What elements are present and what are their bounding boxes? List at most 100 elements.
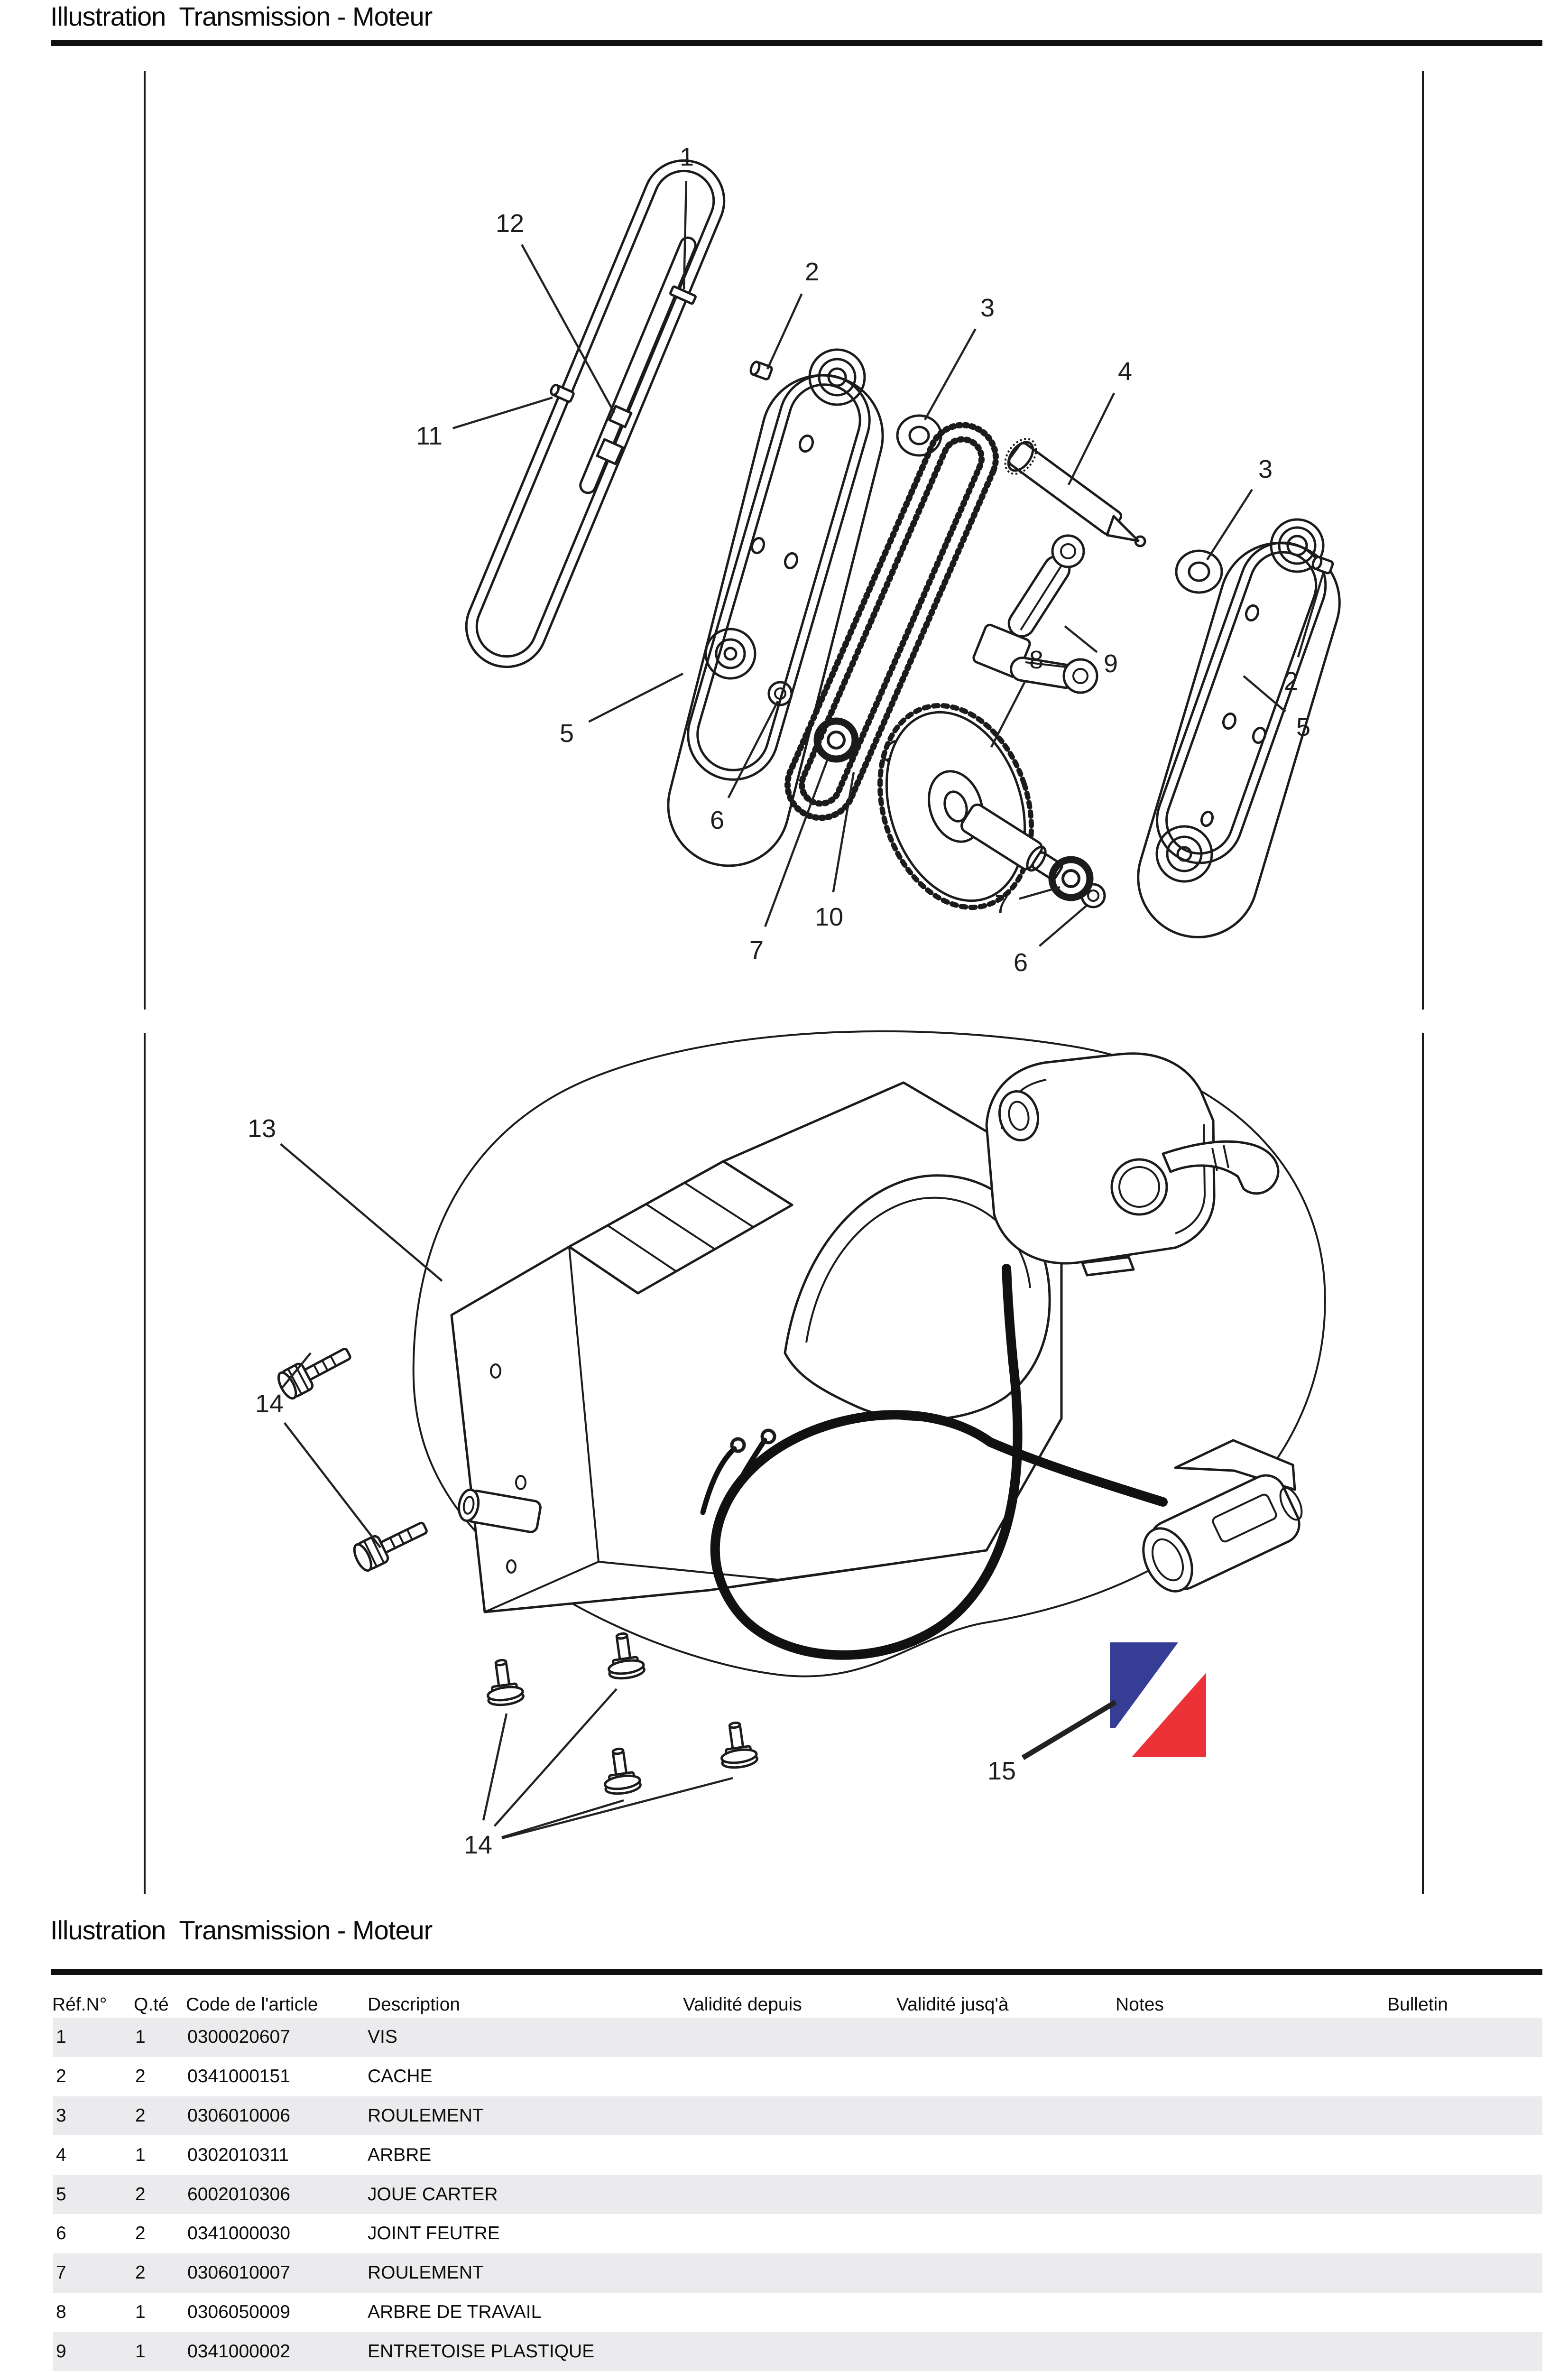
- callout-label: 6: [710, 806, 724, 834]
- col-ref: Réf.N°: [52, 1994, 107, 2015]
- logo-part-15: [1110, 1642, 1206, 1757]
- table-title-rule: [51, 1969, 1542, 1975]
- cell-code: 0306010006: [187, 2105, 290, 2126]
- cell-code: 0300020607: [187, 2027, 290, 2048]
- callout-label: 9: [1104, 649, 1118, 678]
- shaft-part-4: [1004, 438, 1146, 547]
- page-title: Illustration Transmission - Moteur: [50, 1, 433, 31]
- cell-ref: 5: [56, 2184, 66, 2205]
- cell-code: 0341000002: [187, 2341, 290, 2362]
- switch-assembly: [985, 1052, 1280, 1277]
- callout-label: 11: [416, 422, 443, 450]
- leader-line: [764, 755, 830, 927]
- cell-ref: 7: [56, 2262, 66, 2283]
- leader-line: [1019, 886, 1061, 900]
- col-bulletin: Bulletin: [1387, 1994, 1448, 2015]
- col-desc: Description: [368, 1994, 461, 2015]
- screw-part-1: [669, 285, 697, 305]
- leader-line: [1297, 573, 1325, 658]
- grip-assembly: [1142, 1439, 1303, 1593]
- leader-line: [1021, 1700, 1117, 1760]
- cell-desc: VIS: [368, 2027, 397, 2048]
- leader-line: [482, 1713, 508, 1821]
- logo-red-triangle: [1132, 1673, 1206, 1757]
- callout-label: 15: [987, 1757, 1016, 1785]
- table-row: 1010306020010CHAINE: [53, 2371, 1542, 2372]
- leader-line: [501, 1777, 733, 1840]
- callout-label: 5: [560, 719, 574, 748]
- title-rule: [51, 40, 1542, 46]
- callout-label: 3: [980, 294, 995, 322]
- cell-qty: 2: [135, 2184, 146, 2205]
- nut-part-11: [550, 383, 575, 403]
- table-title: Illustration Transmission - Moteur: [50, 1915, 433, 1945]
- cell-ref: 2: [56, 2066, 66, 2087]
- callout-label: 13: [248, 1114, 276, 1143]
- assembly-outline-blob: [412, 1030, 1326, 1677]
- cell-code: 0341000030: [187, 2223, 290, 2244]
- table-row: 1 1 0300020607 VIS: [53, 2018, 1542, 2057]
- leader-line: [281, 1352, 312, 1389]
- callout-label: 6: [1014, 948, 1028, 977]
- callout-label: 1: [680, 143, 694, 171]
- table-row: 4 1 0302010311 ARBRE: [53, 2135, 1542, 2175]
- motor: [450, 1081, 1063, 1613]
- cell-ref: 6: [56, 2223, 66, 2244]
- cover-left: [667, 348, 884, 867]
- sprocket-part-8: [877, 703, 1063, 910]
- callout-label: 3: [1258, 455, 1273, 483]
- cell-code: 6002010306: [187, 2184, 290, 2205]
- cell-ref: 4: [56, 2144, 66, 2165]
- screws-part-14: [483, 1631, 758, 1796]
- leader-line: [683, 181, 688, 290]
- callout-label: 8: [1029, 646, 1043, 674]
- cell-qty: 1: [135, 2144, 146, 2165]
- leader-line: [766, 293, 803, 370]
- callout-label: 5: [1296, 713, 1310, 741]
- col-valid-to: Validité jusq'à: [896, 1994, 1009, 2015]
- leader-line: [452, 396, 553, 429]
- leader-line: [1039, 904, 1088, 947]
- callout-label: 2: [805, 258, 819, 286]
- leader-line: [1064, 625, 1098, 653]
- cell-ref: 9: [56, 2341, 66, 2362]
- cell-ref: 8: [56, 2301, 66, 2322]
- cell-desc: CACHE: [368, 2066, 433, 2087]
- cell-desc: ARBRE DE TRAVAIL: [368, 2301, 542, 2322]
- col-notes: Notes: [1116, 1994, 1164, 2015]
- cell-desc: ROULEMENT: [368, 2262, 484, 2283]
- leader-line: [990, 681, 1026, 748]
- cell-desc: ENTRETOISE PLASTIQUE: [368, 2341, 595, 2362]
- felt-part-6-left: [767, 681, 793, 706]
- col-code: Code de l'article: [186, 1994, 318, 2015]
- cell-code: 0302010311: [187, 2144, 289, 2165]
- leader-line: [283, 1422, 381, 1548]
- cell-qty: 2: [135, 2262, 146, 2283]
- cache-part-2-right: [1311, 556, 1334, 574]
- cover-right: [1137, 518, 1341, 938]
- logo-blue-triangle: [1110, 1642, 1178, 1728]
- callout-label: 4: [1118, 357, 1132, 386]
- bolt-part-14: [275, 1341, 431, 1573]
- cell-desc: ROULEMENT: [368, 2105, 484, 2126]
- cell-ref: 3: [56, 2105, 66, 2126]
- clip-part-12: [596, 405, 633, 465]
- cell-qty: 2: [135, 2066, 146, 2087]
- cell-qty: 1: [135, 2301, 146, 2322]
- callout-label: 14: [255, 1390, 284, 1418]
- cell-qty: 2: [135, 2223, 146, 2244]
- washer-part-3-right: [1175, 549, 1223, 594]
- cell-ref: 1: [56, 2027, 66, 2048]
- cell-qty: 1: [135, 2027, 146, 2048]
- cell-desc: ARBRE: [368, 2144, 432, 2165]
